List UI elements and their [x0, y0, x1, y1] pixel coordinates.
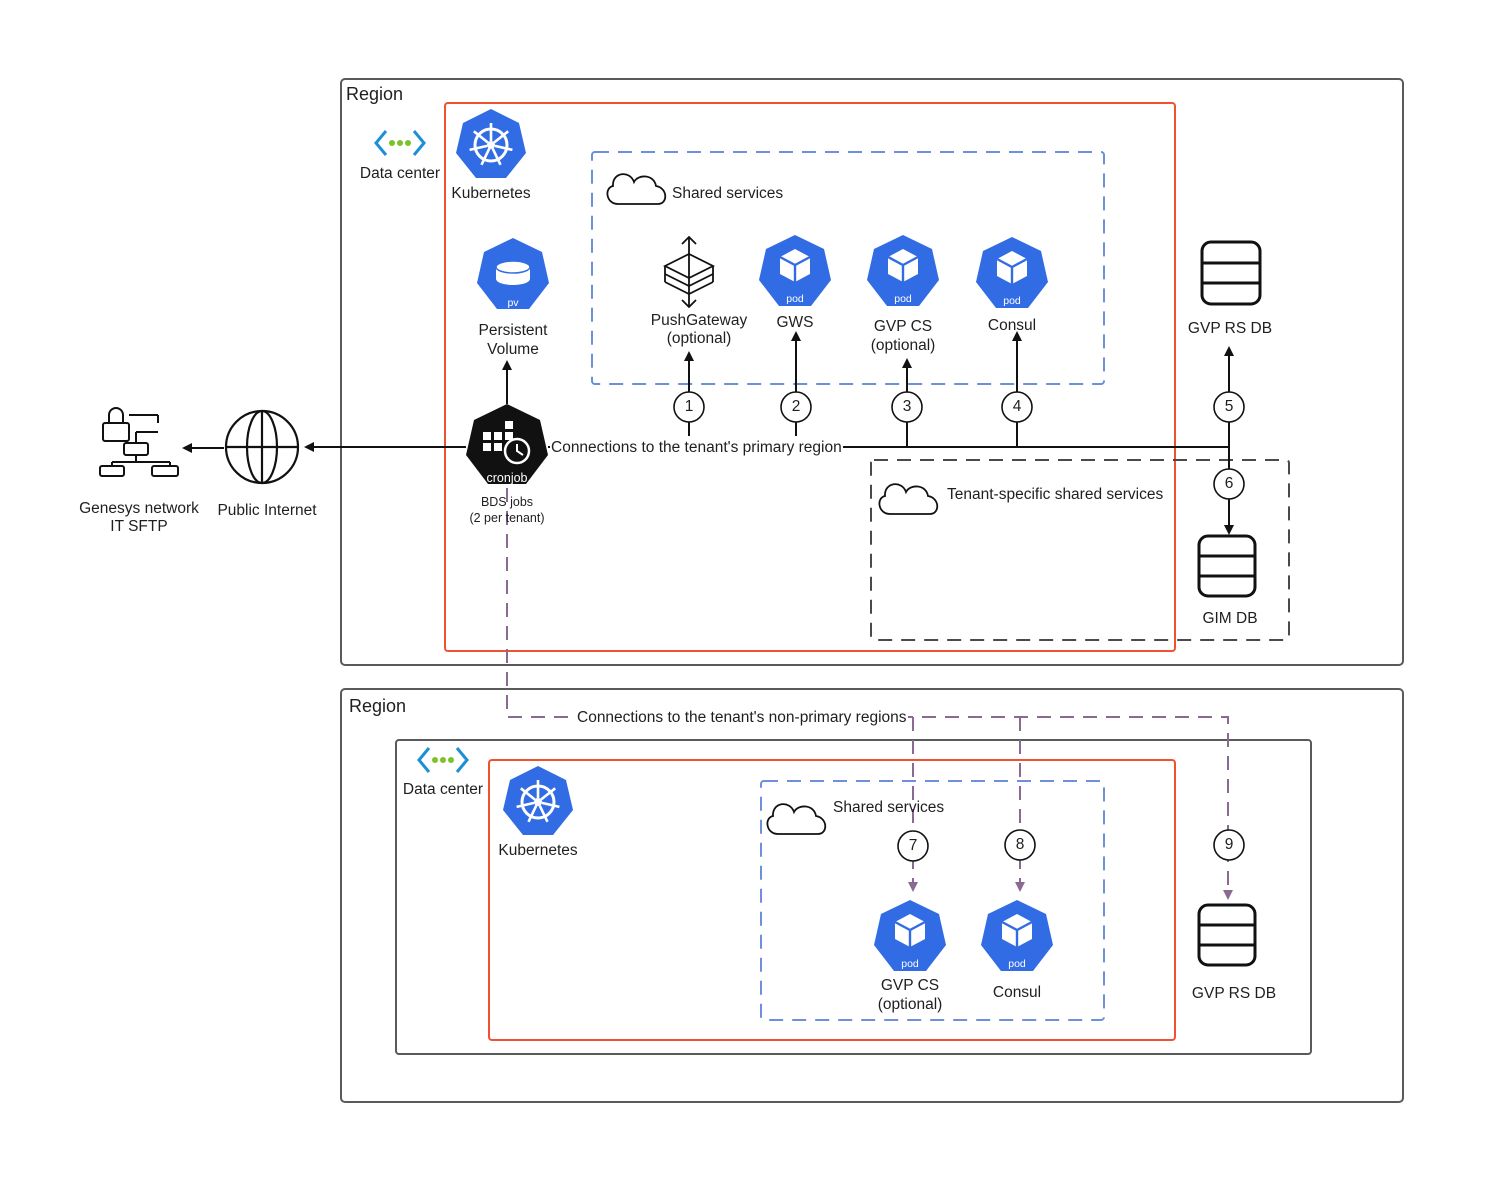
gvp-cs-pod-badge: pod	[894, 293, 912, 305]
secondary-gvp-cs-label-line2: (optional)	[877, 996, 943, 1013]
step-1-number: 1	[684, 398, 694, 415]
step-4-number: 4	[1012, 398, 1022, 415]
pushgateway-label-line2: (optional)	[666, 330, 732, 347]
gvp-cs-pod-icon	[874, 900, 946, 971]
public-internet-label: Public Internet	[217, 502, 317, 519]
consul-pod-icon	[981, 900, 1053, 971]
persistent-volume-icon	[477, 238, 549, 309]
consul-pod-icon	[976, 237, 1048, 308]
secondary-datacenter-label: Data center	[402, 781, 484, 798]
step-7-number: 7	[908, 837, 918, 854]
gvp-rs-db-icon	[1200, 240, 1262, 306]
genesys-label-line1: Genesys network	[79, 500, 199, 517]
consul-pod-badge: pod	[1003, 295, 1021, 307]
gws-pod-icon	[759, 235, 831, 306]
step-9-marker	[1213, 829, 1245, 861]
gws-label: GWS	[776, 314, 814, 331]
cronjob-icon	[466, 404, 548, 484]
step-6-number: 6	[1224, 475, 1234, 492]
secondary-gvp-cs-label-line1: GVP CS	[880, 977, 940, 994]
step-1-marker	[673, 391, 705, 423]
primary-kubernetes-label: Kubernetes	[451, 185, 531, 202]
primary-connection-label: Connections to the tenant's primary regi…	[550, 438, 843, 457]
stack-layers-icon	[662, 235, 716, 309]
bds-jobs-label-line2: (2 per tenant)	[469, 511, 545, 525]
primary-kubernetes-cluster	[444, 102, 1176, 652]
pushgateway-label-line1: PushGateway	[650, 312, 748, 329]
pv-badge: pv	[507, 297, 519, 309]
secondary-region-frame	[340, 688, 1404, 1103]
step-7-marker	[897, 830, 929, 862]
datacenter-icon	[417, 747, 469, 773]
bds-jobs-label-line1: BDS jobs	[480, 495, 534, 509]
step-5-marker	[1213, 391, 1245, 423]
non-primary-connection-main	[506, 488, 1233, 900]
primary-shared-services-box	[591, 151, 1105, 385]
gws-pod-badge: pod	[786, 293, 804, 305]
secondary-gvp-rs-db-label: GVP RS DB	[1191, 985, 1277, 1002]
secondary-consul-label: Consul	[992, 984, 1042, 1001]
step-2-marker	[780, 391, 812, 423]
step-3-marker	[891, 391, 923, 423]
globe-icon	[224, 409, 300, 485]
gvp-cs-pod-icon	[867, 235, 939, 306]
step-9-number: 9	[1224, 836, 1234, 853]
secondary-datacenter-frame	[395, 739, 1312, 1055]
sftp-network-icon	[99, 407, 179, 477]
step-5-number: 5	[1224, 398, 1234, 415]
pv-label-line1: Persistent	[478, 322, 548, 339]
pv-label-line2: Volume	[487, 341, 539, 358]
step-3-number: 3	[902, 398, 912, 415]
secondary-consul-pod-badge: pod	[1008, 958, 1026, 970]
step-2-number: 2	[791, 398, 801, 415]
primary-datacenter-label: Data center	[359, 165, 441, 182]
secondary-kubernetes-cluster	[488, 759, 1176, 1041]
gim-db-label: GIM DB	[1202, 610, 1258, 627]
gvp-cs-label-line1: GVP CS	[873, 318, 933, 335]
cronjob-badge: cronjob	[486, 471, 528, 485]
kubernetes-icon	[503, 766, 573, 835]
genesys-label-line2: IT SFTP	[110, 518, 168, 535]
step-4-marker	[1001, 391, 1033, 423]
gim-db-icon	[1197, 534, 1257, 598]
cloud-icon	[766, 803, 827, 835]
secondary-kubernetes-label: Kubernetes	[498, 842, 578, 859]
consul-label: Consul	[987, 317, 1037, 334]
secondary-gvp-cs-pod-badge: pod	[901, 958, 919, 970]
primary-shared-services-label: Shared services	[672, 185, 784, 202]
secondary-shared-services-label: Shared services	[833, 799, 945, 816]
step-8-number: 8	[1015, 836, 1025, 853]
tenant-shared-services-label: Tenant-specific shared services	[947, 486, 1164, 503]
kubernetes-icon	[456, 109, 526, 178]
cloud-icon	[878, 483, 939, 515]
primary-region-label: Region	[346, 84, 404, 104]
datacenter-icon	[374, 130, 426, 156]
secondary-shared-services-box	[760, 780, 1105, 1021]
cloud-icon	[606, 173, 667, 205]
primary-region-frame	[340, 78, 1404, 666]
secondary-region-label: Region	[349, 696, 407, 716]
gvp-rs-db-icon	[1197, 903, 1257, 967]
gvp-rs-db-label: GVP RS DB	[1187, 320, 1273, 337]
gvp-cs-label-line2: (optional)	[870, 337, 936, 354]
non-primary-connection-label: Connections to the tenant's non-primary …	[576, 708, 908, 727]
step-8-marker	[1004, 829, 1036, 861]
step-6-marker	[1213, 468, 1245, 500]
